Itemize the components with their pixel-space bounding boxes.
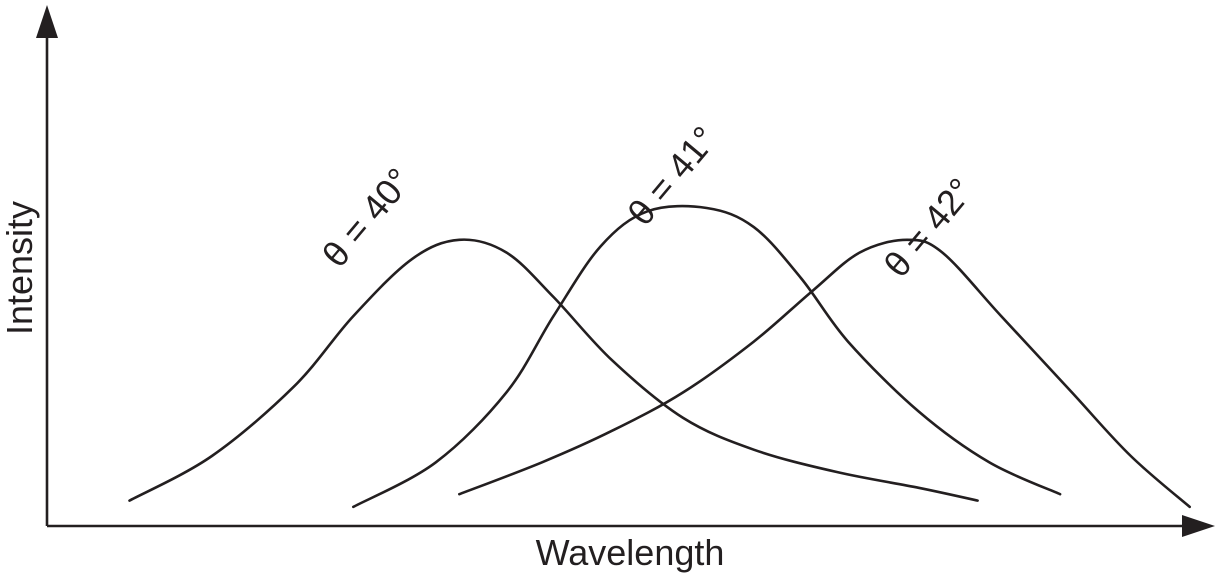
series-line-3	[458, 238, 1191, 509]
series-label-2: θ = 41°	[619, 118, 725, 233]
y-axis	[36, 5, 58, 526]
series-line-1	[128, 238, 979, 502]
series-labels: θ = 40° θ = 41° θ = 42°	[314, 118, 981, 285]
x-axis-label: Wavelength	[536, 532, 725, 573]
series-label-1: θ = 40°	[314, 160, 420, 275]
x-axis	[47, 515, 1215, 537]
series-group	[128, 204, 1191, 509]
series-label-3: θ = 42°	[876, 170, 982, 285]
y-axis-arrow	[36, 5, 58, 38]
series-line-2	[352, 204, 1062, 509]
y-axis-label: Intensity	[0, 201, 40, 335]
x-axis-arrow	[1182, 515, 1215, 537]
